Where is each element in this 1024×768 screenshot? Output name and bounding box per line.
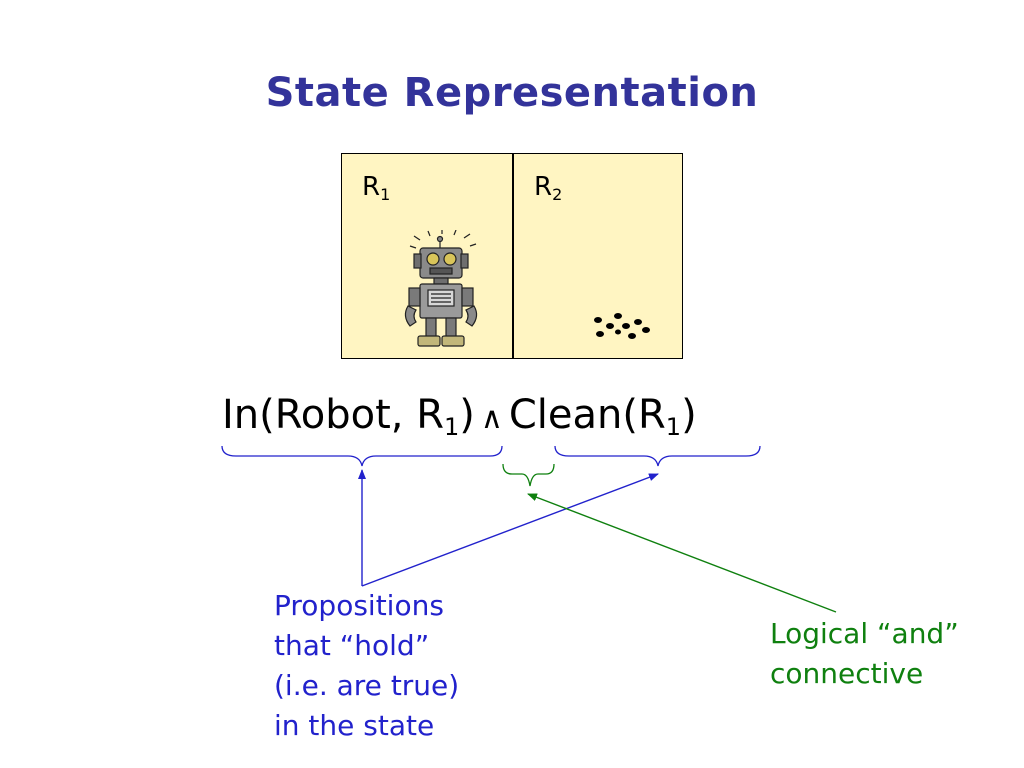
brace-clean [554,445,761,467]
annotation-line: in the state [274,709,435,742]
propositions-annotation: Propositions that “hold” (i.e. are true)… [274,586,459,746]
proposition-in-robot: In(Robot, R1) [222,392,475,441]
room-label-r2: R2 [534,172,563,204]
annotation-line: Propositions [274,589,444,622]
room-label-r1: R1 [362,172,391,204]
state-formula: In(Robot, R1)∧Clean(R1) [222,392,697,441]
annotation-line: (i.e. are true) [274,669,460,702]
brace-and [502,463,555,487]
arrow-connective-to-and [527,493,837,613]
annotation-line: that “hold” [274,629,430,662]
arrow-propositions-to-clean [361,473,659,587]
rooms-grid: R1 R2 [341,153,683,359]
proposition-clean: Clean(R1) [508,392,697,441]
connective-annotation: Logical “and” connective [770,614,959,694]
slide-title: State Representation [265,70,759,116]
dirt-icon [594,313,650,339]
robot-icon [404,230,478,347]
brace-in-robot [221,445,503,467]
annotation-line: connective [770,657,924,690]
annotation-line: Logical “and” [770,617,959,650]
room-divider [512,154,514,358]
and-connective-symbol: ∧ [480,401,503,436]
